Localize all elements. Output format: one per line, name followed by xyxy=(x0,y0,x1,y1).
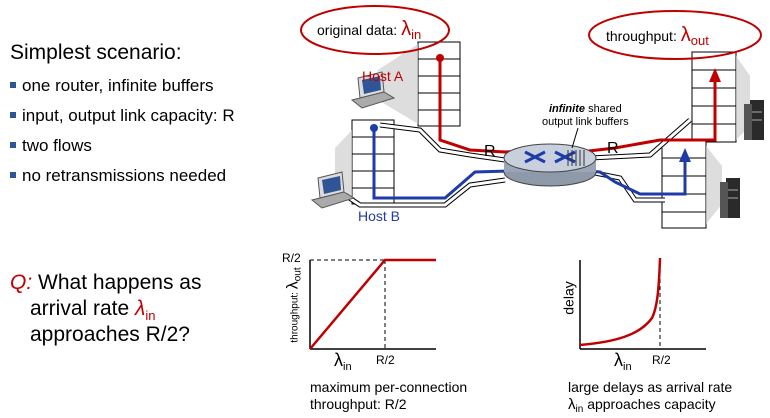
lambda-symbol: λ xyxy=(284,281,302,290)
throughput-caption-1: maximum per-connection xyxy=(310,379,468,395)
lambda-subscript: in xyxy=(575,404,584,415)
bullet-marker xyxy=(10,81,16,88)
bullet-text: input, output link capacity: R xyxy=(22,106,235,125)
delay-x-tick: R/2 xyxy=(652,353,671,367)
lambda-symbol: λ xyxy=(680,24,691,46)
bullet-text: one router, infinite buffers xyxy=(22,76,214,95)
laptop-icon xyxy=(350,71,396,109)
lambda-symbol: λ xyxy=(135,297,146,320)
laptop-icon xyxy=(310,171,356,209)
throughput-caption-2: throughput: R/2 xyxy=(310,396,407,412)
throughput-x-label: λin xyxy=(334,350,352,373)
link-capacity-left: R xyxy=(484,143,496,160)
buffers-label: infinite shared output link buffers xyxy=(542,103,629,129)
throughput-y-text: throughput: xyxy=(289,292,301,343)
throughput-curve xyxy=(309,258,436,350)
question-text-1: What happens as xyxy=(38,271,202,294)
host-b-label: Host B xyxy=(358,208,401,224)
server-icon xyxy=(720,178,740,218)
server-icon xyxy=(744,100,764,140)
bullet-item: no retransmissions needed xyxy=(10,166,226,186)
throughput-oval xyxy=(588,10,762,60)
host-a-buffer xyxy=(378,41,461,127)
bullet-item: input, output link capacity: R xyxy=(10,106,235,126)
question-text-2: arrival rate xyxy=(30,297,130,320)
bullet-marker xyxy=(10,141,16,148)
throughput-y-tick: R/2 xyxy=(282,251,301,265)
delay-y-label: delay xyxy=(560,281,577,315)
buffers-rest: shared xyxy=(588,103,622,115)
question-line-2: arrival rate λin xyxy=(30,296,156,323)
bullet-text: no retransmissions needed xyxy=(22,166,227,185)
buffer-callout-line xyxy=(571,127,579,149)
bullet-item: one router, infinite buffers xyxy=(10,76,214,96)
buffers-bold: infinite xyxy=(548,103,585,115)
original-data-label: original data: λin xyxy=(317,18,422,42)
throughput-x-tick: R/2 xyxy=(376,353,395,367)
lambda-symbol: λ xyxy=(614,350,623,370)
lambda-subscript: in xyxy=(623,361,632,373)
router-icon xyxy=(503,143,597,187)
bullet-marker xyxy=(10,171,16,178)
original-data-text: original data: xyxy=(317,22,398,38)
throughput-text: throughput: xyxy=(606,28,677,44)
throughput-label: throughput: λout xyxy=(606,24,709,48)
lambda-subscript: in xyxy=(411,27,422,42)
lambda-symbol: λ xyxy=(334,350,343,370)
question-text-3: approaches R/2? xyxy=(30,323,190,346)
delay-caption-1: large delays as arrival rate xyxy=(568,379,733,395)
dest-buffer-top xyxy=(691,51,750,143)
delay-chart xyxy=(579,257,706,350)
lambda-symbol: λ xyxy=(401,18,412,40)
delay-x-label: λin xyxy=(614,350,632,373)
lambda-subscript: in xyxy=(343,361,352,373)
question-line-1: Q: What happens as xyxy=(10,270,201,295)
delay-curve xyxy=(579,257,662,347)
lambda-subscript: out xyxy=(690,33,709,48)
host-a-label: Host A xyxy=(362,68,404,84)
delay-caption-2: λin approaches capacity xyxy=(568,396,716,415)
buffers-line2: output link buffers xyxy=(542,116,629,128)
throughput-y-label: throughput: λout xyxy=(284,267,304,343)
throughput-chart xyxy=(309,258,436,350)
original-data-oval xyxy=(300,5,450,55)
lambda-symbol: λ xyxy=(568,396,576,413)
bullet-marker xyxy=(10,111,16,118)
link-capacity-right: R xyxy=(607,140,619,157)
lambda-subscript: in xyxy=(145,308,156,323)
scenario-title: Simplest scenario: xyxy=(10,41,182,64)
question-q: Q: xyxy=(10,271,33,294)
lambda-subscript: out xyxy=(292,267,304,282)
delay-caption-2-text: approaches capacity xyxy=(587,396,716,412)
dest-buffer-bottom xyxy=(661,139,722,229)
bullet-item: two flows xyxy=(10,136,92,156)
bullet-text: two flows xyxy=(22,136,92,155)
